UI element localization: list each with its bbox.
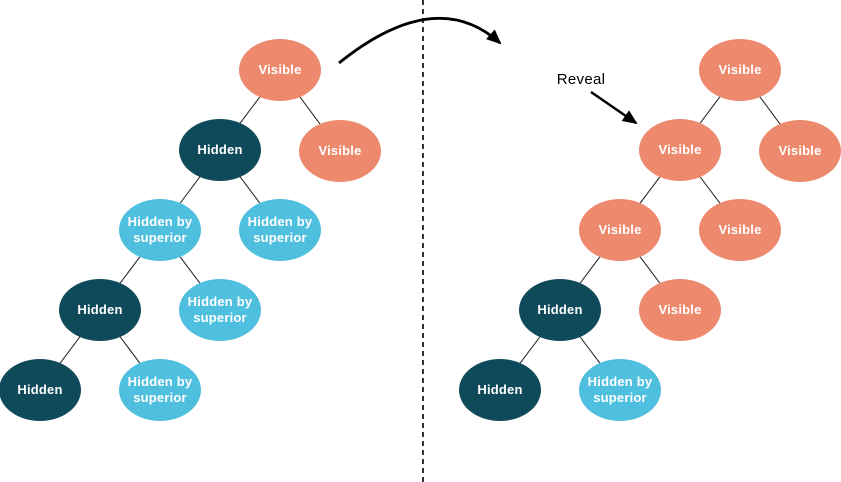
tree-edges-group (39, 69, 801, 391)
tree-edge (159, 149, 221, 231)
tree-edge (219, 149, 281, 231)
tree-edge (559, 229, 621, 311)
tree-edge (619, 229, 681, 311)
reveal-label: Reveal (557, 71, 606, 88)
tree-edge (679, 69, 741, 151)
tree-edge (39, 309, 101, 391)
tree-edge (99, 229, 161, 311)
tree-edge (99, 309, 161, 391)
transform-arrow (338, 16, 502, 65)
tree-edge (499, 309, 561, 391)
tree-edge (739, 69, 801, 152)
reveal-arrow (590, 90, 638, 125)
tree-edge (159, 229, 221, 311)
tree-edge (679, 149, 741, 231)
tree-edge (559, 309, 621, 391)
tree-edge (279, 69, 341, 152)
tree-edge (219, 69, 281, 151)
tree-edge (619, 149, 681, 231)
